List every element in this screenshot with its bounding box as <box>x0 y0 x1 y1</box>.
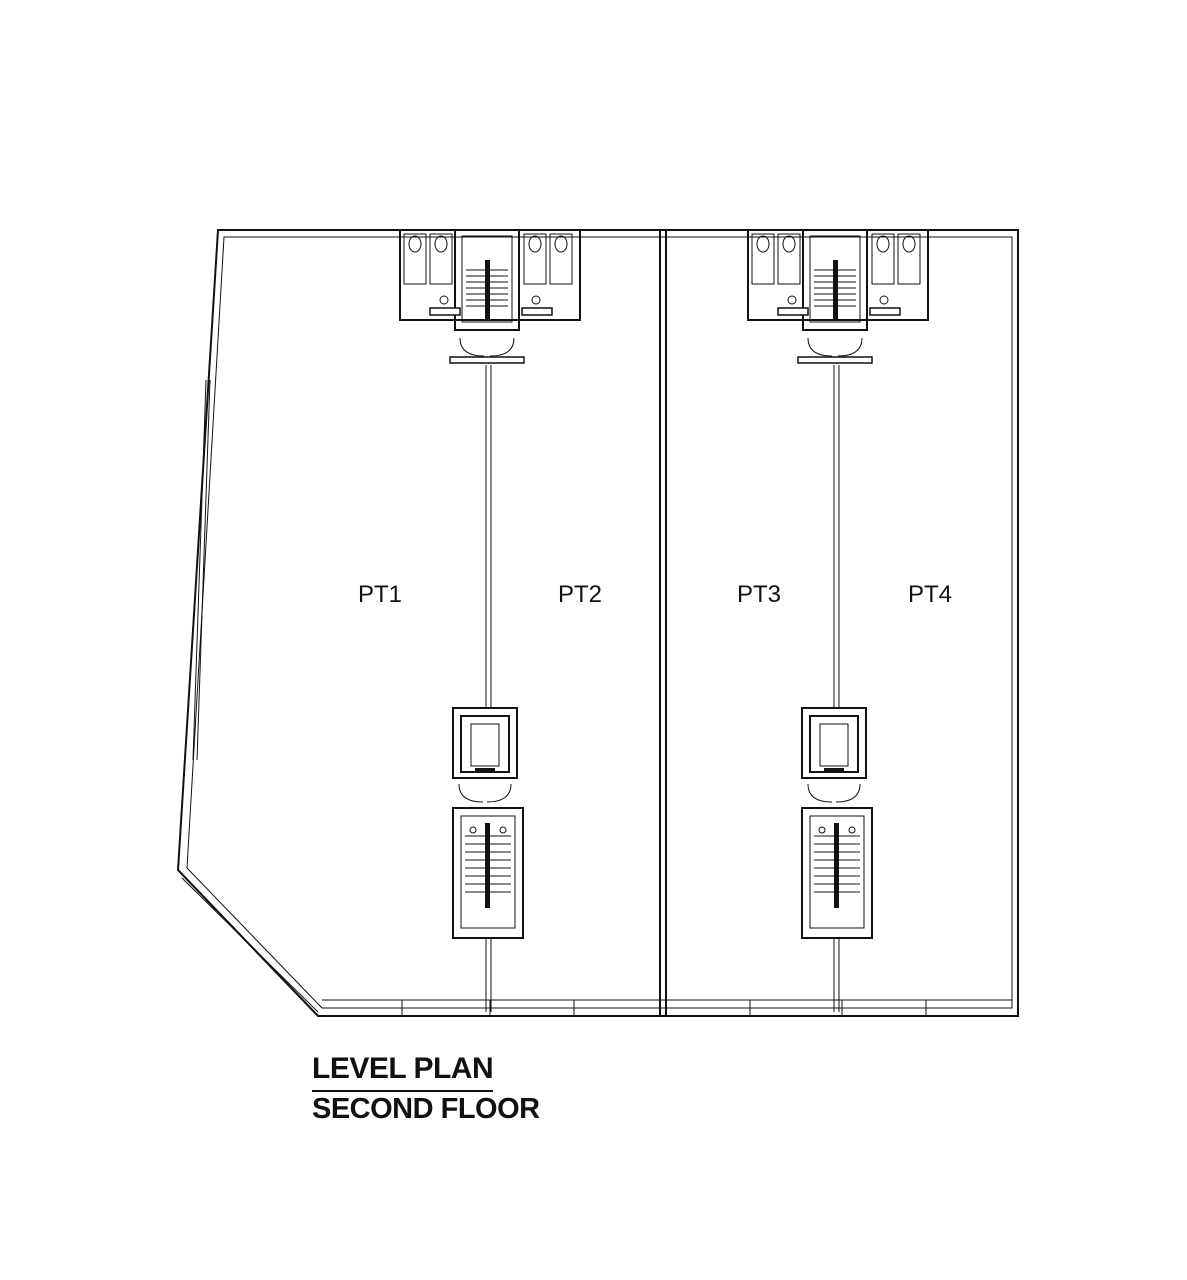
plan-subtitle: SECOND FLOOR <box>312 1093 540 1125</box>
bottom-facade-windows <box>322 999 1012 1016</box>
lift-stair-core-right <box>801 707 873 939</box>
unit-label-pt3: PT3 <box>737 581 781 608</box>
party-wall-left <box>485 365 492 1012</box>
party-wall-right <box>833 365 840 1012</box>
unit-label-pt4: PT4 <box>908 581 952 608</box>
plan-title: LEVEL PLAN <box>312 1052 494 1092</box>
lift-stair-core-left <box>452 707 524 939</box>
unit-label-pt1: PT1 <box>358 581 402 608</box>
top-core-right <box>747 229 929 364</box>
unit-label-pt2: PT2 <box>558 581 602 608</box>
top-core-left <box>399 229 581 364</box>
central-party-wall <box>659 230 667 1016</box>
outer-walls <box>176 229 1019 1017</box>
